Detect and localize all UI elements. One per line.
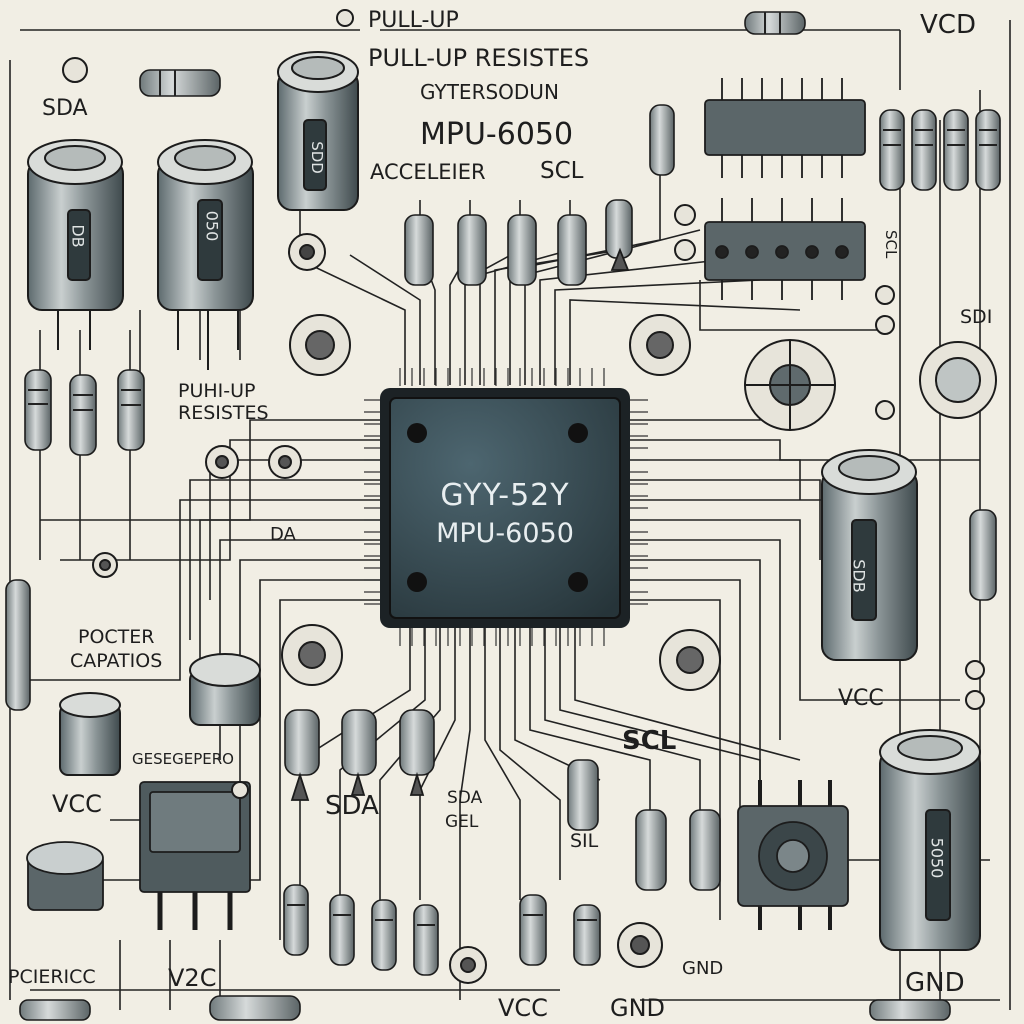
label-scl-top: SCL (540, 158, 584, 184)
label-pullup-mid-1: PUHI-UP (178, 380, 256, 402)
label-sda-left: SDA (42, 96, 88, 121)
capacitor-marking-1: DB (68, 224, 88, 248)
label-gel: GEL (445, 812, 479, 832)
label-sda-small: SDA (447, 788, 483, 808)
label-top-pullup: PULL-UP (368, 8, 459, 33)
label-pullup-mid-2: RESISTES (178, 402, 269, 424)
capacitors (27, 51, 981, 951)
label-accel: ACCELEIER (370, 160, 486, 184)
mpu6050-chip (364, 368, 648, 646)
diodes (290, 247, 630, 801)
capacitor-marking-4: SDB (849, 559, 869, 593)
chip-label-part: GYY-52Y (440, 478, 570, 513)
capacitor-marking-5: 5050 (927, 837, 947, 879)
label-vcd: VCD (920, 10, 976, 40)
capacitor-marking-2: 050 (202, 210, 222, 242)
label-vcc-left: VCC (52, 790, 102, 818)
label-scl-right: SCL (622, 726, 677, 756)
chip-label-model: MPU-6050 (436, 518, 574, 549)
label-mpu-top: MPU-6050 (420, 117, 574, 152)
label-capatios: CAPATIOS (70, 650, 163, 672)
label-sil: SIL (570, 830, 599, 852)
label-gnd-small: GND (682, 958, 724, 979)
dip-packages (26, 78, 866, 930)
label-pocter: POCTER (78, 626, 155, 648)
label-sda-bottom: SDA (325, 791, 379, 821)
label-scl-vertical: SCL (882, 230, 900, 259)
label-vcc-bottom: VCC (498, 994, 548, 1022)
capacitor-marking-3: SDD (307, 141, 326, 174)
label-pcleric: PCIERICC (8, 966, 96, 988)
label-gesegepero: GESEGEPERO (132, 750, 234, 768)
round-components (62, 9, 997, 984)
resistors (5, 11, 1001, 1021)
label-v2c: V2C (168, 964, 217, 992)
label-pullup-resistes: PULL-UP RESISTES (368, 44, 590, 72)
label-gnd-bottom: GND (610, 994, 666, 1022)
label-gnd-right: GND (905, 968, 965, 998)
label-da: DA (270, 524, 296, 545)
label-vcc-right: VCC (838, 686, 884, 711)
label-gytersodun: GYTERSODUN (420, 80, 559, 104)
label-sdi: SDI (960, 306, 993, 328)
